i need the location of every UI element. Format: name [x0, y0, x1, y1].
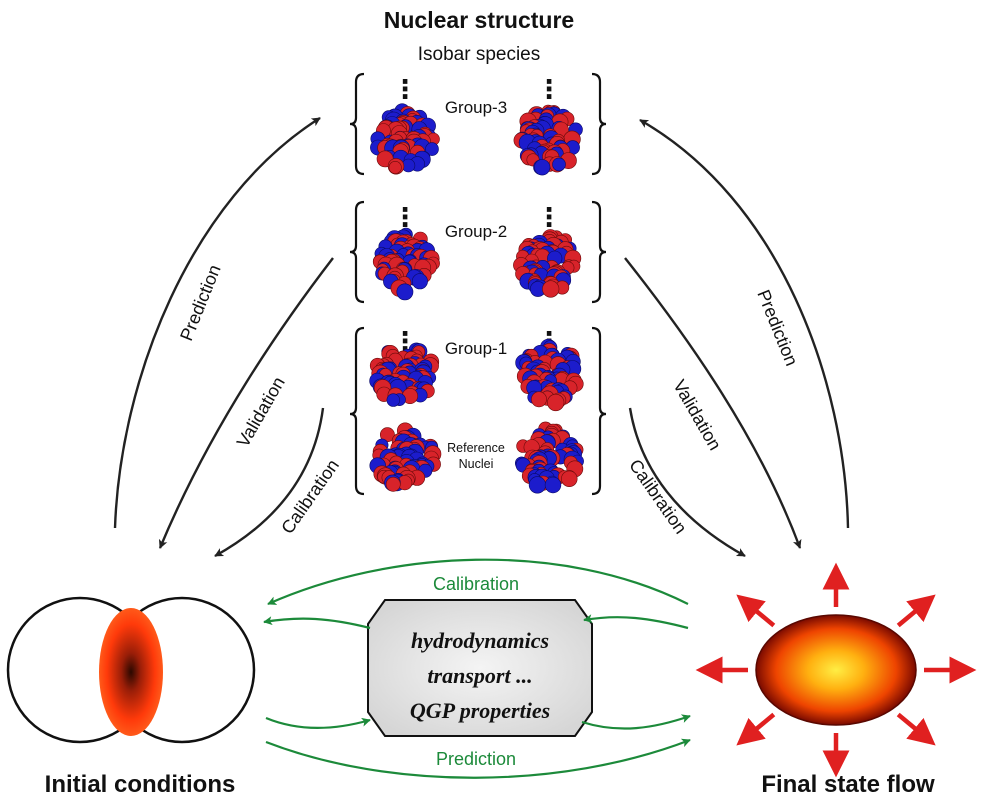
final-state-graphic [695, 562, 977, 778]
neutron [386, 393, 400, 407]
transport-text: transport ... [427, 663, 532, 688]
calibration-arrow-to-initial [263, 616, 371, 630]
nucleus-group3-right [513, 104, 583, 176]
proton [388, 161, 402, 175]
nucleus-group1-right [515, 338, 584, 412]
group2-left-bracket [349, 200, 365, 304]
calibration-arrow-left [214, 407, 325, 558]
calibration-arrow-outer [267, 558, 689, 606]
nuclear-structure-title: Nuclear structure [384, 7, 574, 33]
ellipsis-dots: ⋮ [536, 202, 562, 232]
group3-right-bracket [591, 72, 607, 176]
group2-right-bracket [591, 200, 607, 304]
initial-conditions-label: Initial conditions [45, 771, 236, 797]
reference-nuclei-label-line1: Reference [447, 441, 505, 455]
group1-left-bracket [349, 326, 365, 496]
nucleus-group1-left [369, 342, 440, 407]
group-1-label: Group-1 [445, 339, 507, 358]
flow-arrow [896, 594, 936, 628]
ellipsis-dots: ⋮ [392, 74, 418, 104]
group-2-label: Group-2 [445, 222, 507, 241]
proton [542, 280, 560, 298]
isobar-species-subtitle: Isobar species [418, 44, 541, 65]
prediction-arrow-from-box [581, 714, 691, 730]
group1-right-bracket [591, 326, 607, 496]
validation-arrow-left [158, 257, 334, 549]
qgp-properties-text: QGP properties [410, 698, 550, 723]
fireball [755, 614, 917, 726]
nucleus-group2-right [513, 229, 582, 298]
neutron [544, 476, 562, 494]
prediction-arrow-to-box [265, 716, 371, 730]
nucleus-reference-left [369, 422, 442, 492]
group3-left-bracket [349, 72, 365, 176]
calibration-label-center: Calibration [433, 574, 519, 594]
proton [547, 393, 565, 412]
ellipsis-dots: ⋮ [392, 202, 418, 232]
prediction-label-center: Prediction [436, 749, 516, 769]
calibration-arrow-to-box [583, 614, 689, 630]
neutron [425, 142, 439, 156]
validation-arrow-right [624, 257, 802, 549]
group-3-label: Group-3 [445, 98, 507, 117]
validation-label-left: Validation [233, 373, 289, 450]
overlap-almond [99, 608, 163, 736]
initial-conditions-graphic [6, 596, 256, 744]
proton [531, 391, 547, 408]
neutron [552, 157, 566, 172]
final-state-flow-label: Final state flow [761, 771, 935, 797]
nucleus-group2-left [372, 227, 440, 301]
ellipsis-dots: ⋮ [536, 74, 562, 104]
calibration-arrow-right [628, 407, 746, 558]
proton [561, 470, 578, 487]
flow-arrow [736, 594, 776, 628]
nucleus-group3-left [370, 103, 440, 175]
proton [385, 476, 401, 492]
model-box [367, 599, 593, 737]
flow-arrow [736, 712, 776, 746]
calibration-label-right: Calibration [625, 456, 691, 538]
neutron [528, 476, 547, 494]
nucleus-reference-right [514, 421, 584, 494]
neutron [534, 159, 551, 176]
flow-arrows [695, 562, 977, 778]
flow-arrow [896, 712, 936, 746]
prediction-arrow-right [639, 118, 850, 529]
hydrodynamics-text: hydrodynamics [411, 628, 549, 653]
neutron [411, 273, 428, 290]
group-brackets [349, 72, 607, 496]
neutron [396, 283, 414, 301]
validation-label-right: Validation [669, 376, 725, 453]
prediction-arrow-outer [265, 738, 691, 779]
reference-nuclei-label-line2: Nuclei [459, 457, 494, 471]
prediction-arrow-left [113, 116, 321, 529]
